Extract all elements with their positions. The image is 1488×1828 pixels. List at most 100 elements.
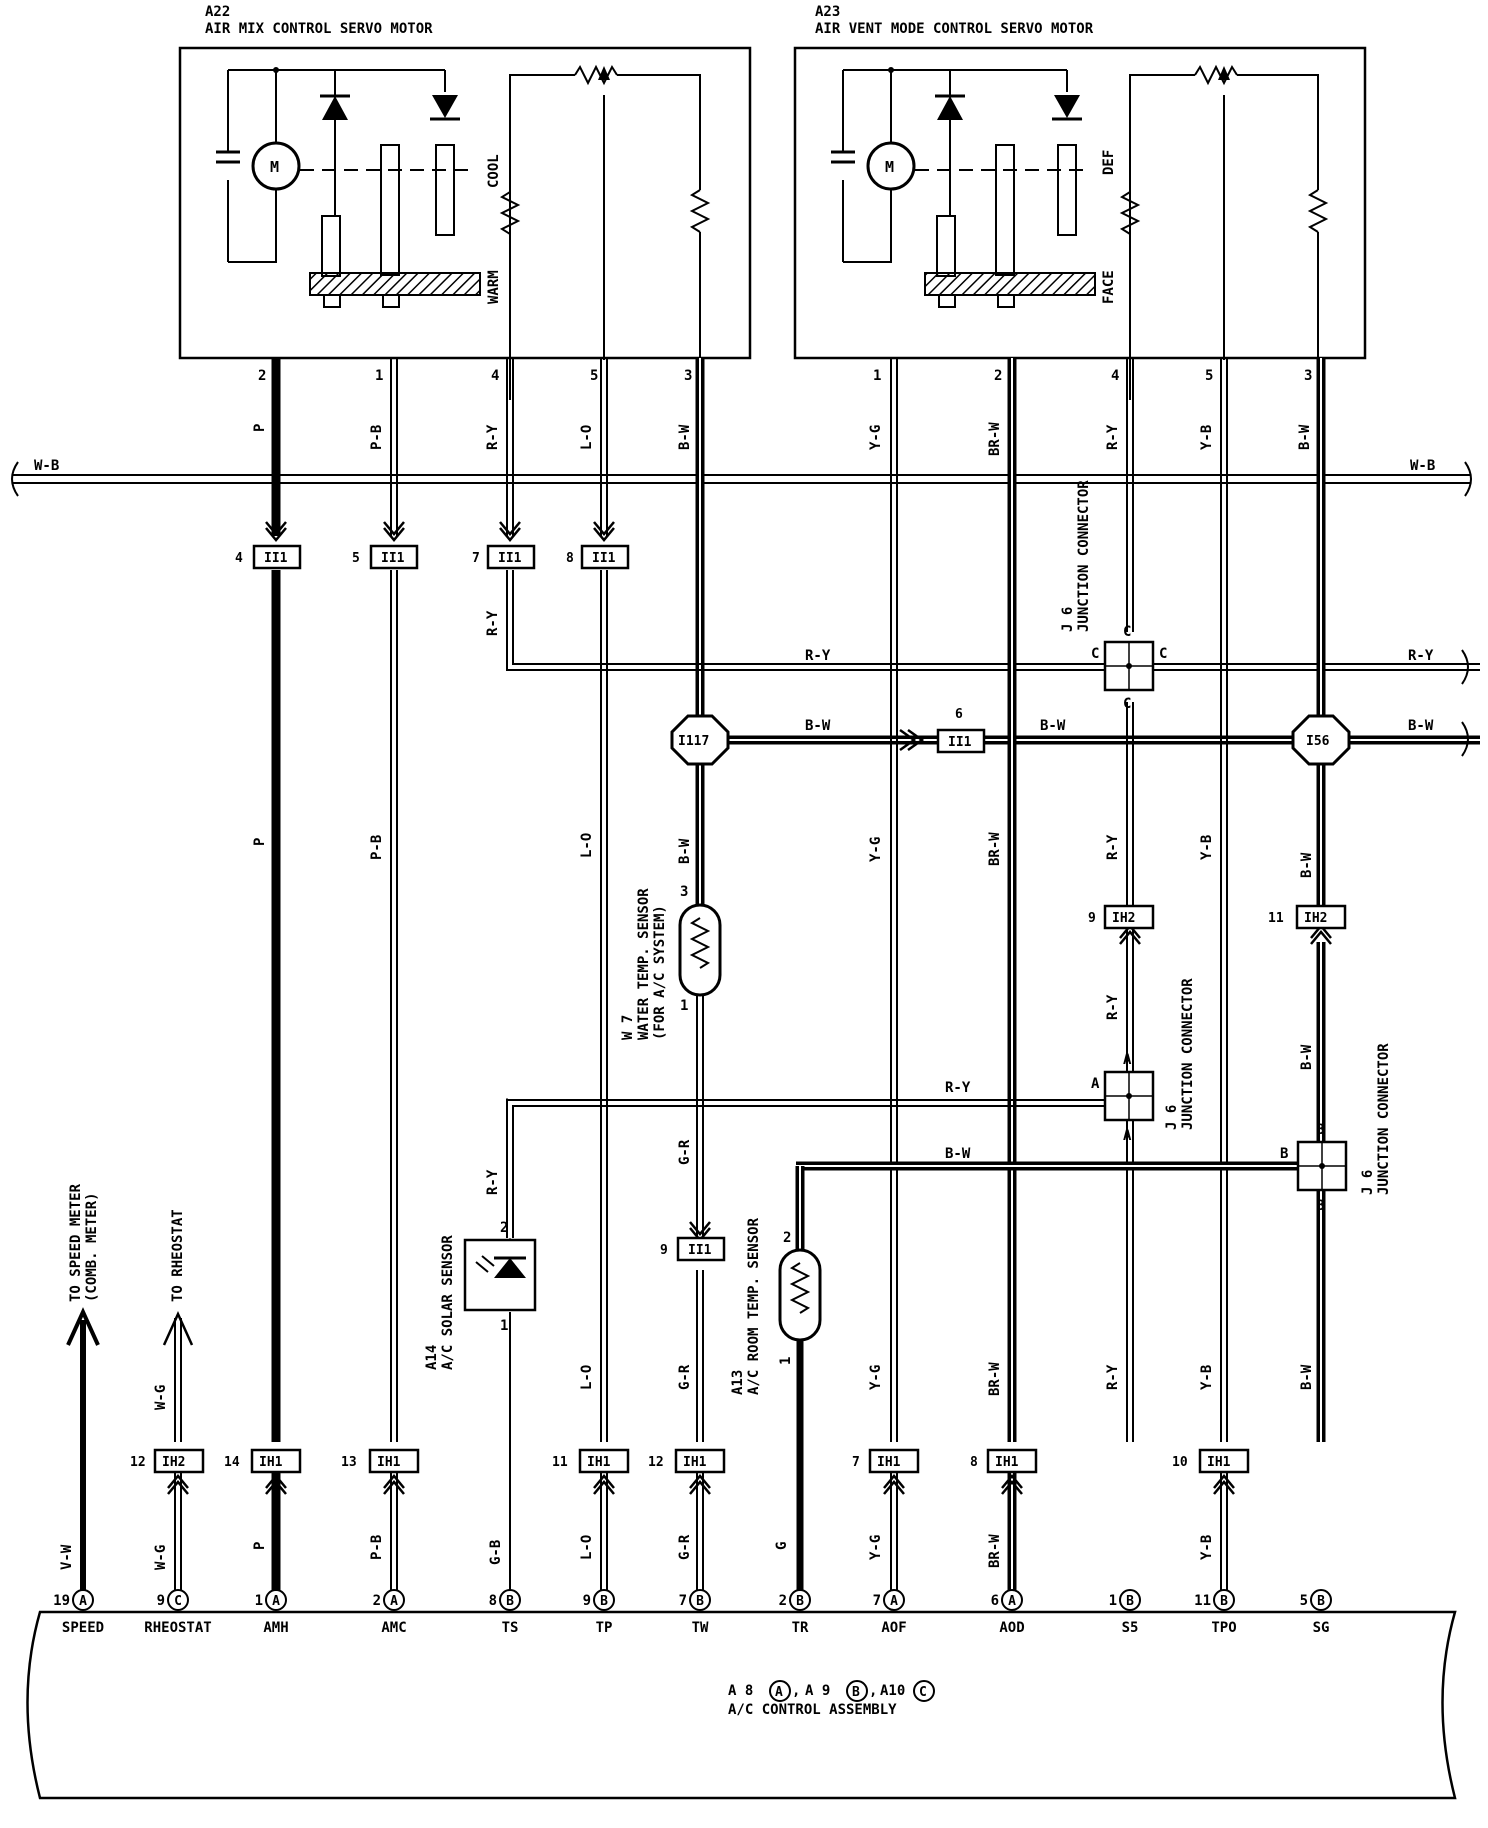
svg-text:C: C bbox=[919, 1685, 927, 1700]
splice-i56: I56 bbox=[1291, 714, 1351, 766]
svg-text:11: 11 bbox=[1268, 911, 1284, 926]
terminal-circle bbox=[1001, 1589, 1023, 1611]
svg-text:Y-B: Y-B bbox=[1199, 425, 1215, 450]
svg-text:P: P bbox=[252, 1542, 268, 1550]
svg-text:IH2: IH2 bbox=[162, 1455, 185, 1470]
terminal-name: AOF bbox=[881, 1620, 906, 1636]
svg-text:14: 14 bbox=[224, 1455, 240, 1470]
svg-text:2: 2 bbox=[258, 368, 266, 384]
svg-text:R-Y: R-Y bbox=[805, 648, 831, 664]
to-speed-meter: TO SPEED METER bbox=[68, 1183, 84, 1302]
terminal-name: AMH bbox=[263, 1620, 288, 1636]
svg-text:DEF: DEF bbox=[1101, 150, 1117, 175]
svg-text:IH1: IH1 bbox=[1207, 1455, 1231, 1470]
svg-text:7: 7 bbox=[852, 1455, 860, 1470]
svg-text:B: B bbox=[1316, 1198, 1324, 1214]
svg-text:A14: A14 bbox=[424, 1345, 440, 1370]
terminal-circle bbox=[1310, 1589, 1332, 1611]
svg-text:4: 4 bbox=[491, 368, 499, 384]
svg-text:R-Y: R-Y bbox=[1105, 424, 1121, 450]
svg-text:B: B bbox=[1280, 1146, 1288, 1162]
svg-text:BR-W: BR-W bbox=[987, 422, 1003, 456]
svg-text:6: 6 bbox=[955, 707, 963, 722]
svg-text:3: 3 bbox=[1304, 368, 1312, 384]
terminal-pin: 9 bbox=[157, 1593, 165, 1609]
svg-text:I117: I117 bbox=[678, 734, 709, 749]
svg-text:II1: II1 bbox=[498, 551, 522, 566]
terminal-letter: B bbox=[1126, 1594, 1134, 1609]
svg-text:R-Y: R-Y bbox=[485, 424, 501, 450]
diode-icon bbox=[322, 96, 348, 120]
svg-text:P-B: P-B bbox=[369, 835, 385, 860]
terminal-pin: 1 bbox=[1109, 1593, 1117, 1609]
svg-text:R-Y: R-Y bbox=[1105, 994, 1121, 1020]
svg-text:COOL: COOL bbox=[486, 154, 502, 188]
assembly-label: A 8 A , A 9 B , A10 C A/C CONTROL ASSEMB… bbox=[728, 1680, 935, 1718]
svg-text:II1: II1 bbox=[381, 551, 405, 566]
terminal-circle bbox=[1119, 1589, 1141, 1611]
potentiometer-icon bbox=[574, 64, 618, 86]
terminal-letter: A bbox=[1008, 1594, 1016, 1609]
svg-text:12: 12 bbox=[648, 1455, 664, 1470]
svg-text:,: , bbox=[869, 1683, 877, 1699]
svg-text:B-W: B-W bbox=[805, 718, 831, 734]
terminal-pin: 19 bbox=[53, 1593, 70, 1609]
terminal-pin: 9 bbox=[583, 1593, 591, 1609]
svg-text:5: 5 bbox=[352, 551, 360, 566]
a23-name: AIR VENT MODE CONTROL SERVO MOTOR bbox=[815, 21, 1094, 37]
svg-text:IH2: IH2 bbox=[1304, 911, 1327, 926]
svg-text:G-R: G-R bbox=[677, 1364, 693, 1390]
svg-text:B-W: B-W bbox=[945, 1146, 971, 1162]
a22-name: AIR MIX CONTROL SERVO MOTOR bbox=[205, 21, 433, 37]
svg-text:Y-B: Y-B bbox=[1199, 1535, 1215, 1560]
terminal-pin: 7 bbox=[679, 1593, 687, 1609]
svg-text:5: 5 bbox=[1205, 368, 1213, 384]
svg-text:W 7: W 7 bbox=[620, 1015, 636, 1040]
svg-text:G-R: G-R bbox=[677, 1534, 693, 1560]
terminal-letter: A bbox=[79, 1594, 87, 1609]
svg-text:II1: II1 bbox=[688, 1243, 712, 1258]
svg-text:R-Y: R-Y bbox=[1105, 834, 1121, 860]
svg-text:B-W: B-W bbox=[677, 424, 693, 450]
svg-text:B-W: B-W bbox=[1408, 718, 1434, 734]
mid-wire-labels: P P-B R-Y L-O B-W G-R Y-G BR-W R-Y R-Y Y… bbox=[252, 610, 1315, 1195]
photodiode-icon bbox=[494, 1258, 526, 1278]
svg-text:Y-G: Y-G bbox=[868, 837, 884, 862]
to-rheostat: TO RHEOSTAT bbox=[170, 1209, 186, 1302]
horizontal-wire-labels: R-Y R-Y B-W B-W B-W R-Y B-W bbox=[805, 648, 1434, 1162]
svg-text:A: A bbox=[1123, 1128, 1132, 1144]
svg-text:J 6: J 6 bbox=[1060, 607, 1076, 632]
svg-text:B-W: B-W bbox=[1297, 424, 1313, 450]
svg-text:10: 10 bbox=[1172, 1455, 1188, 1470]
a22-id: A22 bbox=[205, 4, 230, 20]
svg-text:W-G: W-G bbox=[153, 1385, 169, 1410]
svg-text:B-W: B-W bbox=[1299, 1044, 1315, 1070]
terminal-pin: 6 bbox=[991, 1593, 999, 1609]
resistor-icon bbox=[689, 189, 711, 233]
terminal-circle bbox=[689, 1589, 711, 1611]
svg-text:J 6: J 6 bbox=[1164, 1105, 1180, 1130]
svg-text:P: P bbox=[252, 424, 268, 432]
terminal-letter: B bbox=[696, 1594, 704, 1609]
svg-text:JUNCTION CONNECTOR: JUNCTION CONNECTOR bbox=[1376, 1043, 1392, 1195]
junction-j6-low: B B B J 6 JUNCTION CONNECTOR bbox=[1280, 1043, 1392, 1214]
a23-servo-motor: A23 AIR VENT MODE CONTROL SERVO MOTOR M … bbox=[793, 4, 1367, 400]
svg-text:JUNCTION CONNECTOR: JUNCTION CONNECTOR bbox=[1076, 480, 1092, 632]
svg-text:II1: II1 bbox=[264, 551, 288, 566]
svg-text:C: C bbox=[1123, 696, 1131, 712]
terminal-name: TR bbox=[792, 1620, 809, 1636]
terminal-name: SG bbox=[1313, 1620, 1330, 1636]
terminal-name: RHEOSTAT bbox=[144, 1620, 211, 1636]
terminal-circle bbox=[1213, 1589, 1235, 1611]
